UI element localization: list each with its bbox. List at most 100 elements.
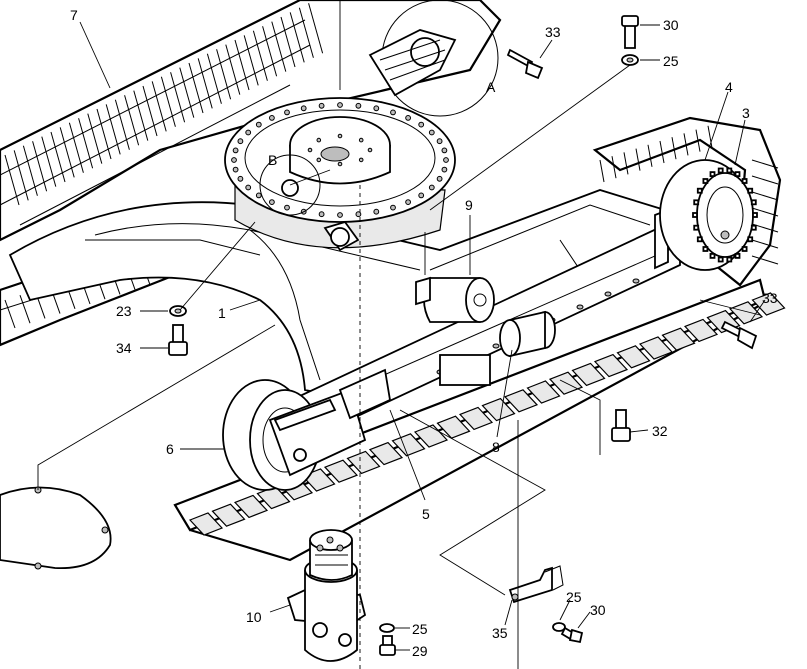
track-tread — [659, 140, 665, 164]
track-tread — [32, 141, 48, 192]
sprocket-tooth — [717, 167, 724, 174]
sprocket-tooth — [741, 246, 748, 252]
ring-bolt — [405, 115, 412, 121]
callout-A: A — [486, 79, 496, 95]
track-shoe — [593, 353, 629, 378]
track-tread — [599, 159, 605, 183]
ring-bolt — [358, 157, 364, 163]
track-tread — [188, 62, 204, 114]
ring-bolt — [428, 184, 435, 191]
track-tread — [105, 104, 121, 155]
ring-bolt — [373, 105, 380, 112]
track-tread — [252, 30, 268, 81]
track-tread — [271, 21, 287, 72]
callout-30-top: 30 — [663, 17, 679, 33]
swing-bearing — [224, 97, 456, 252]
ring-bolt — [245, 184, 252, 191]
track-tread — [133, 90, 149, 141]
sprocket-tooth — [726, 256, 733, 263]
ring-bolt — [443, 157, 449, 163]
ring-bolt — [269, 199, 275, 206]
right-rear-track — [592, 116, 782, 287]
track-tread — [96, 108, 112, 160]
track-shoe — [751, 292, 786, 316]
ring-bolt — [237, 138, 244, 145]
callout-25-bracket: 25 — [566, 589, 582, 605]
track-shoe — [233, 494, 269, 519]
track-tread — [611, 156, 617, 179]
track-tread — [4, 299, 16, 329]
track-frame — [8, 189, 682, 396]
track-tread — [751, 175, 779, 185]
bolt-30-top — [621, 15, 639, 49]
detail-circle-b — [259, 154, 321, 216]
bracket — [508, 565, 564, 604]
track-tread — [78, 118, 94, 169]
ring-bolt — [245, 129, 252, 136]
sprocket-tooth — [709, 171, 716, 178]
track-tread — [225, 44, 241, 95]
sprocket-tooth — [747, 187, 754, 194]
callout-32: 32 — [652, 423, 668, 439]
callout-25-bottom: 25 — [412, 621, 428, 637]
track-shoe — [728, 301, 764, 325]
ring-bolt — [284, 204, 290, 211]
track-shoe — [638, 336, 674, 360]
ring-bolt — [231, 157, 237, 163]
track-tread — [751, 191, 779, 201]
track-tread — [114, 99, 130, 150]
bolt-33-top — [506, 48, 544, 80]
ring-bolt — [337, 102, 343, 108]
rail-hole — [576, 304, 584, 310]
sprocket-tooth — [696, 187, 703, 194]
sprocket-tooth — [750, 224, 757, 231]
track-tread — [160, 76, 176, 127]
track-tread — [68, 122, 84, 173]
callout-5: 5 — [422, 506, 430, 522]
track-tread — [671, 137, 677, 160]
sprocket-tooth — [702, 178, 709, 184]
sprocket-tooth — [752, 212, 758, 218]
bolt-32 — [611, 409, 631, 442]
track-tread — [179, 67, 195, 118]
upper-track-assembly — [0, 0, 502, 242]
track-shoe — [526, 380, 561, 404]
track-tread — [751, 239, 779, 249]
ring-bolt — [418, 192, 425, 199]
center-swivel-joint — [286, 529, 367, 662]
sprocket-tooth — [750, 199, 757, 206]
track-shoe — [211, 503, 246, 527]
ring-bolt — [269, 115, 275, 121]
track-shoe — [503, 389, 539, 413]
track-tread — [59, 127, 75, 178]
callout-3: 3 — [742, 105, 750, 121]
ring-bolt — [307, 147, 313, 153]
track-tread — [289, 12, 305, 63]
sprocket-tooth — [734, 171, 741, 178]
sprocket-tooth — [692, 212, 698, 218]
track-tread — [683, 133, 689, 156]
washer-23 — [169, 305, 187, 317]
sprocket-tooth — [741, 178, 748, 184]
track-roller — [439, 310, 556, 386]
ring-bolt — [337, 133, 343, 139]
track-shoe — [571, 362, 606, 387]
track-tread — [206, 53, 222, 104]
track-tread — [635, 148, 641, 171]
sprocket-tooth — [693, 199, 700, 206]
idler-wheel-right — [659, 159, 758, 271]
ring-bolt — [318, 102, 325, 109]
ring-bolt — [337, 161, 343, 167]
ring-bolt — [405, 199, 412, 206]
track-tread — [124, 95, 140, 146]
track-shoe — [436, 415, 471, 439]
callout-1: 1 — [218, 305, 226, 321]
sprocket-tooth — [717, 256, 724, 263]
track-tread — [4, 154, 20, 206]
ring-bolt — [358, 137, 364, 143]
fasteners — [168, 15, 758, 656]
washer-25-bottom — [379, 623, 395, 633]
rail-hole — [492, 343, 500, 349]
sprocket-tooth — [726, 167, 733, 174]
